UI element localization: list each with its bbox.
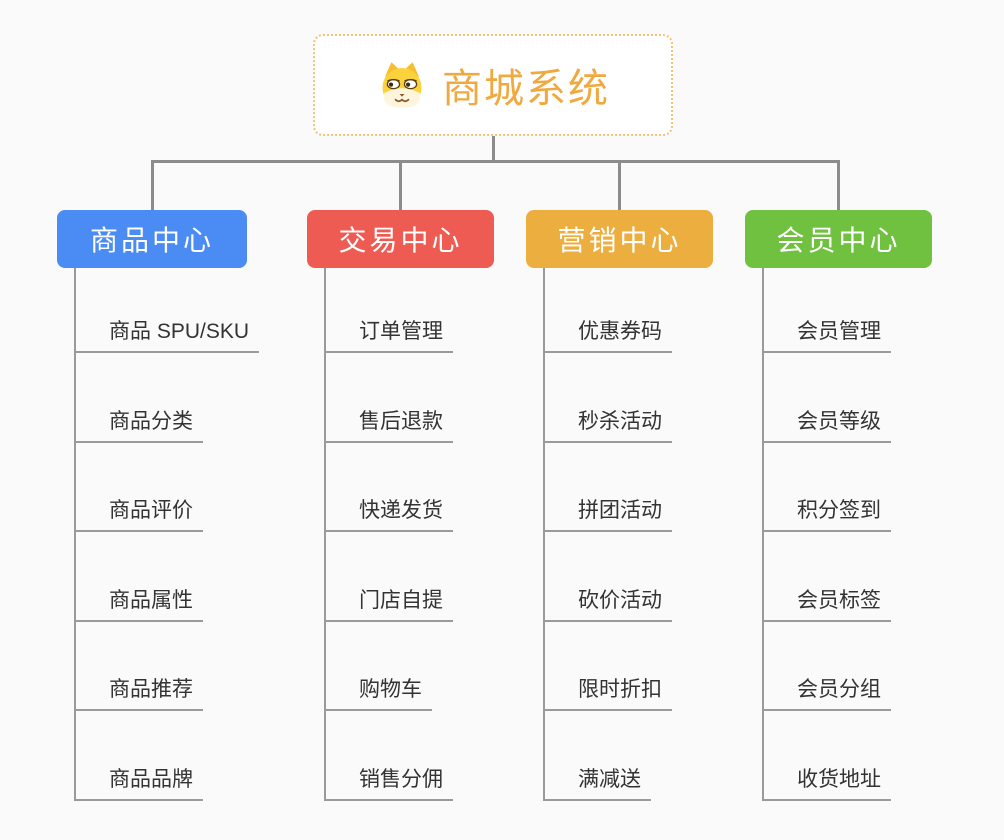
- root-drop-line: [492, 136, 495, 163]
- leaf-label[interactable]: 售后退款: [326, 405, 453, 443]
- leaf-item: 销售分佣: [326, 711, 453, 801]
- leaf-item: 购物车: [326, 622, 453, 711]
- leaf-item: 订单管理: [326, 268, 453, 353]
- leaf-item: 商品属性: [76, 532, 259, 622]
- leaf-label[interactable]: 快递发货: [326, 494, 453, 532]
- root-node[interactable]: 商城系统: [313, 34, 673, 136]
- branch-label: 商品中心: [89, 225, 214, 256]
- branch-2: 交易中心订单管理售后退款快递发货门店自提购物车销售分佣: [307, 210, 494, 801]
- leaf-item: 售后退款: [326, 353, 453, 443]
- leaf-item: 商品评价: [76, 443, 259, 532]
- leaf-item: 会员标签: [764, 532, 891, 622]
- bus-line: [150, 160, 840, 163]
- leaf-item: 商品 SPU/SKU: [76, 268, 260, 353]
- leaf-label[interactable]: 门店自提: [326, 584, 453, 622]
- leaf-label[interactable]: 商品评价: [76, 494, 203, 532]
- leaf-item: 拼团活动: [545, 443, 672, 532]
- branch-children: 优惠券码秒杀活动拼团活动砍价活动限时折扣满减送: [543, 268, 672, 801]
- leaf-label[interactable]: 优惠券码: [545, 315, 672, 353]
- leaf-item: 限时折扣: [545, 622, 672, 711]
- branch-drop-line-4: [837, 160, 840, 210]
- leaf-label[interactable]: 商品分类: [76, 405, 203, 443]
- leaf-item: 收货地址: [764, 711, 891, 801]
- branch-box[interactable]: 营销中心: [526, 210, 713, 268]
- root-label: 商城系统: [442, 67, 610, 111]
- branch-children: 订单管理售后退款快递发货门店自提购物车销售分佣: [324, 268, 453, 801]
- branch-3: 营销中心优惠券码秒杀活动拼团活动砍价活动限时折扣满减送: [526, 210, 713, 801]
- leaf-item: 会员分组: [764, 622, 891, 711]
- leaf-item: 商品分类: [76, 353, 259, 443]
- leaf-label[interactable]: 订单管理: [326, 315, 453, 353]
- leaf-label[interactable]: 销售分佣: [326, 763, 453, 801]
- leaf-label[interactable]: 限时折扣: [545, 673, 672, 711]
- leaf-item: 会员管理: [764, 268, 891, 353]
- leaf-label[interactable]: 商品推荐: [76, 673, 203, 711]
- leaf-label[interactable]: 砍价活动: [545, 584, 672, 622]
- leaf-item: 快递发货: [326, 443, 453, 532]
- branch-children: 会员管理会员等级积分签到会员标签会员分组收货地址: [762, 268, 891, 801]
- leaf-item: 商品推荐: [76, 622, 259, 711]
- leaf-item: 砍价活动: [545, 532, 672, 622]
- branch-box[interactable]: 交易中心: [307, 210, 494, 268]
- leaf-label[interactable]: 会员等级: [764, 405, 891, 443]
- branch-label: 交易中心: [338, 225, 463, 256]
- branch-box[interactable]: 商品中心: [57, 210, 247, 268]
- branch-drop-line-2: [399, 160, 402, 210]
- leaf-label[interactable]: 满减送: [545, 763, 651, 801]
- branch-label: 会员中心: [776, 225, 901, 256]
- leaf-item: 满减送: [545, 711, 672, 801]
- leaf-item: 门店自提: [326, 532, 453, 622]
- leaf-item: 积分签到: [764, 443, 891, 532]
- branch-drop-line-3: [618, 160, 621, 210]
- branch-1: 商品中心商品 SPU/SKU 商品分类商品评价商品属性商品推荐商品品牌: [57, 210, 260, 801]
- leaf-item: 秒杀活动: [545, 353, 672, 443]
- leaf-label[interactable]: 商品属性: [76, 584, 203, 622]
- leaf-label[interactable]: 商品品牌: [76, 763, 203, 801]
- leaf-label[interactable]: 积分签到: [764, 494, 891, 532]
- leaf-label[interactable]: 秒杀活动: [545, 405, 672, 443]
- leaf-label[interactable]: 购物车: [326, 673, 432, 711]
- leaf-item: 商品品牌: [76, 711, 259, 801]
- leaf-item: 会员等级: [764, 353, 891, 443]
- leaf-label[interactable]: 会员管理: [764, 315, 891, 353]
- branch-4: 会员中心会员管理会员等级积分签到会员标签会员分组收货地址: [745, 210, 932, 801]
- leaf-label[interactable]: 会员标签: [764, 584, 891, 622]
- branch-label: 营销中心: [557, 225, 682, 256]
- leaf-label[interactable]: 拼团活动: [545, 494, 672, 532]
- leaf-label[interactable]: 收货地址: [764, 763, 891, 801]
- branch-box[interactable]: 会员中心: [745, 210, 932, 268]
- leaf-label[interactable]: 商品 SPU/SKU: [76, 315, 260, 353]
- leaf-item: 优惠券码: [545, 268, 672, 353]
- branch-children: 商品 SPU/SKU 商品分类商品评价商品属性商品推荐商品品牌: [74, 268, 260, 801]
- dog-icon: [376, 59, 428, 111]
- leaf-label[interactable]: 会员分组: [764, 673, 891, 711]
- branch-drop-line-1: [150, 160, 154, 210]
